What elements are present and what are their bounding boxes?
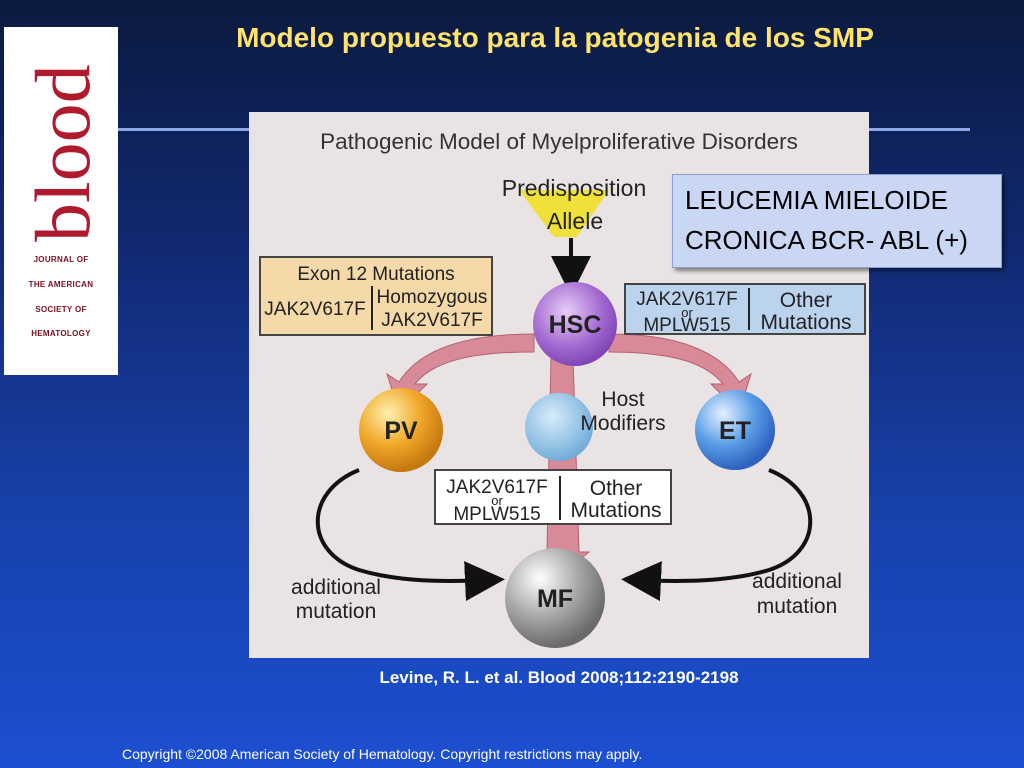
pv-box-right-2: JAK2V617F: [381, 310, 482, 331]
citation: Levine, R. L. et al. Blood 2008;112:2190…: [379, 668, 739, 687]
predisposition-line-2: Allele: [547, 208, 603, 234]
arrow-et-to-mf: [621, 468, 813, 602]
et-box-left-2: or: [681, 305, 693, 320]
et-box-right-2: Mutations: [760, 311, 851, 334]
logo-line-2: THE AMERICAN: [28, 280, 94, 289]
pv-cell: [359, 388, 443, 472]
host-modifiers-line-1: Host: [601, 388, 644, 411]
et-label: ET: [719, 417, 751, 445]
et-box-right-1: Other: [780, 289, 833, 312]
blood-journal-logo: blood JOURNAL OF THE AMERICAN SOCIETY OF…: [4, 27, 118, 375]
hsc-cell: [533, 282, 617, 366]
pv-box-right-1: Homozygous: [377, 287, 488, 308]
logo-line-3: SOCIETY OF: [35, 305, 87, 314]
mf-box-right-2: Mutations: [570, 499, 661, 522]
cml-callout-box: LEUCEMIA MIELOIDE CRONICA BCR- ABL (+): [672, 174, 1002, 268]
slide-title: Modelo propuesto para la patogenia de lo…: [236, 22, 874, 53]
arrow-pv-to-mf: [315, 468, 505, 602]
pink-arrow-to-mf: [535, 356, 591, 575]
additional-left-1: additional: [291, 576, 381, 599]
mf-label: MF: [537, 585, 573, 613]
blood-logo-text: blood: [19, 64, 106, 242]
mf-box-left-2: or: [491, 493, 503, 508]
et-mutation-box: [624, 283, 866, 335]
predisposition-shape: [519, 190, 609, 237]
et-box-left-1: JAK2V617F: [636, 289, 737, 310]
mf-box-left-1: JAK2V617F: [446, 477, 547, 498]
callout-line-1: LEUCEMIA MIELOIDE: [685, 185, 948, 215]
hsc-label: HSC: [549, 311, 602, 339]
logo-line-4: HEMATOLOGY: [31, 329, 91, 338]
pv-box-header: Exon 12 Mutations: [297, 264, 454, 285]
additional-left-2: mutation: [296, 600, 377, 623]
pv-label: PV: [384, 417, 418, 445]
callout-line-2: CRONICA BCR- ABL (+): [685, 225, 968, 255]
et-box-left-3: MPLW515: [643, 315, 730, 336]
host-modifiers-line-2: Modifiers: [580, 412, 665, 435]
additional-right-2: mutation: [757, 595, 838, 618]
predisposition-line-1: Predisposition: [502, 175, 646, 201]
mf-mutation-box: [434, 469, 672, 525]
figure-diagram: Pathogenic Model of Myelproliferative Di…: [259, 129, 866, 648]
mf-box-left-3: MPLW515: [453, 504, 540, 525]
et-cell: [695, 390, 775, 470]
mf-box-right-1: Other: [590, 477, 643, 500]
mf-cell: [505, 548, 605, 648]
figure-title: Pathogenic Model of Myelproliferative Di…: [320, 129, 798, 154]
pv-mutation-box: [259, 256, 493, 336]
logo-line-1: JOURNAL OF: [33, 255, 89, 264]
host-modifiers-cell: [525, 393, 593, 461]
pv-box-left: JAK2V617F: [264, 299, 365, 320]
additional-right-1: additional: [752, 570, 842, 593]
copyright-notice: Copyright ©2008 American Society of Hema…: [122, 746, 643, 762]
blood-logo-wordmark: blood: [19, 64, 106, 242]
